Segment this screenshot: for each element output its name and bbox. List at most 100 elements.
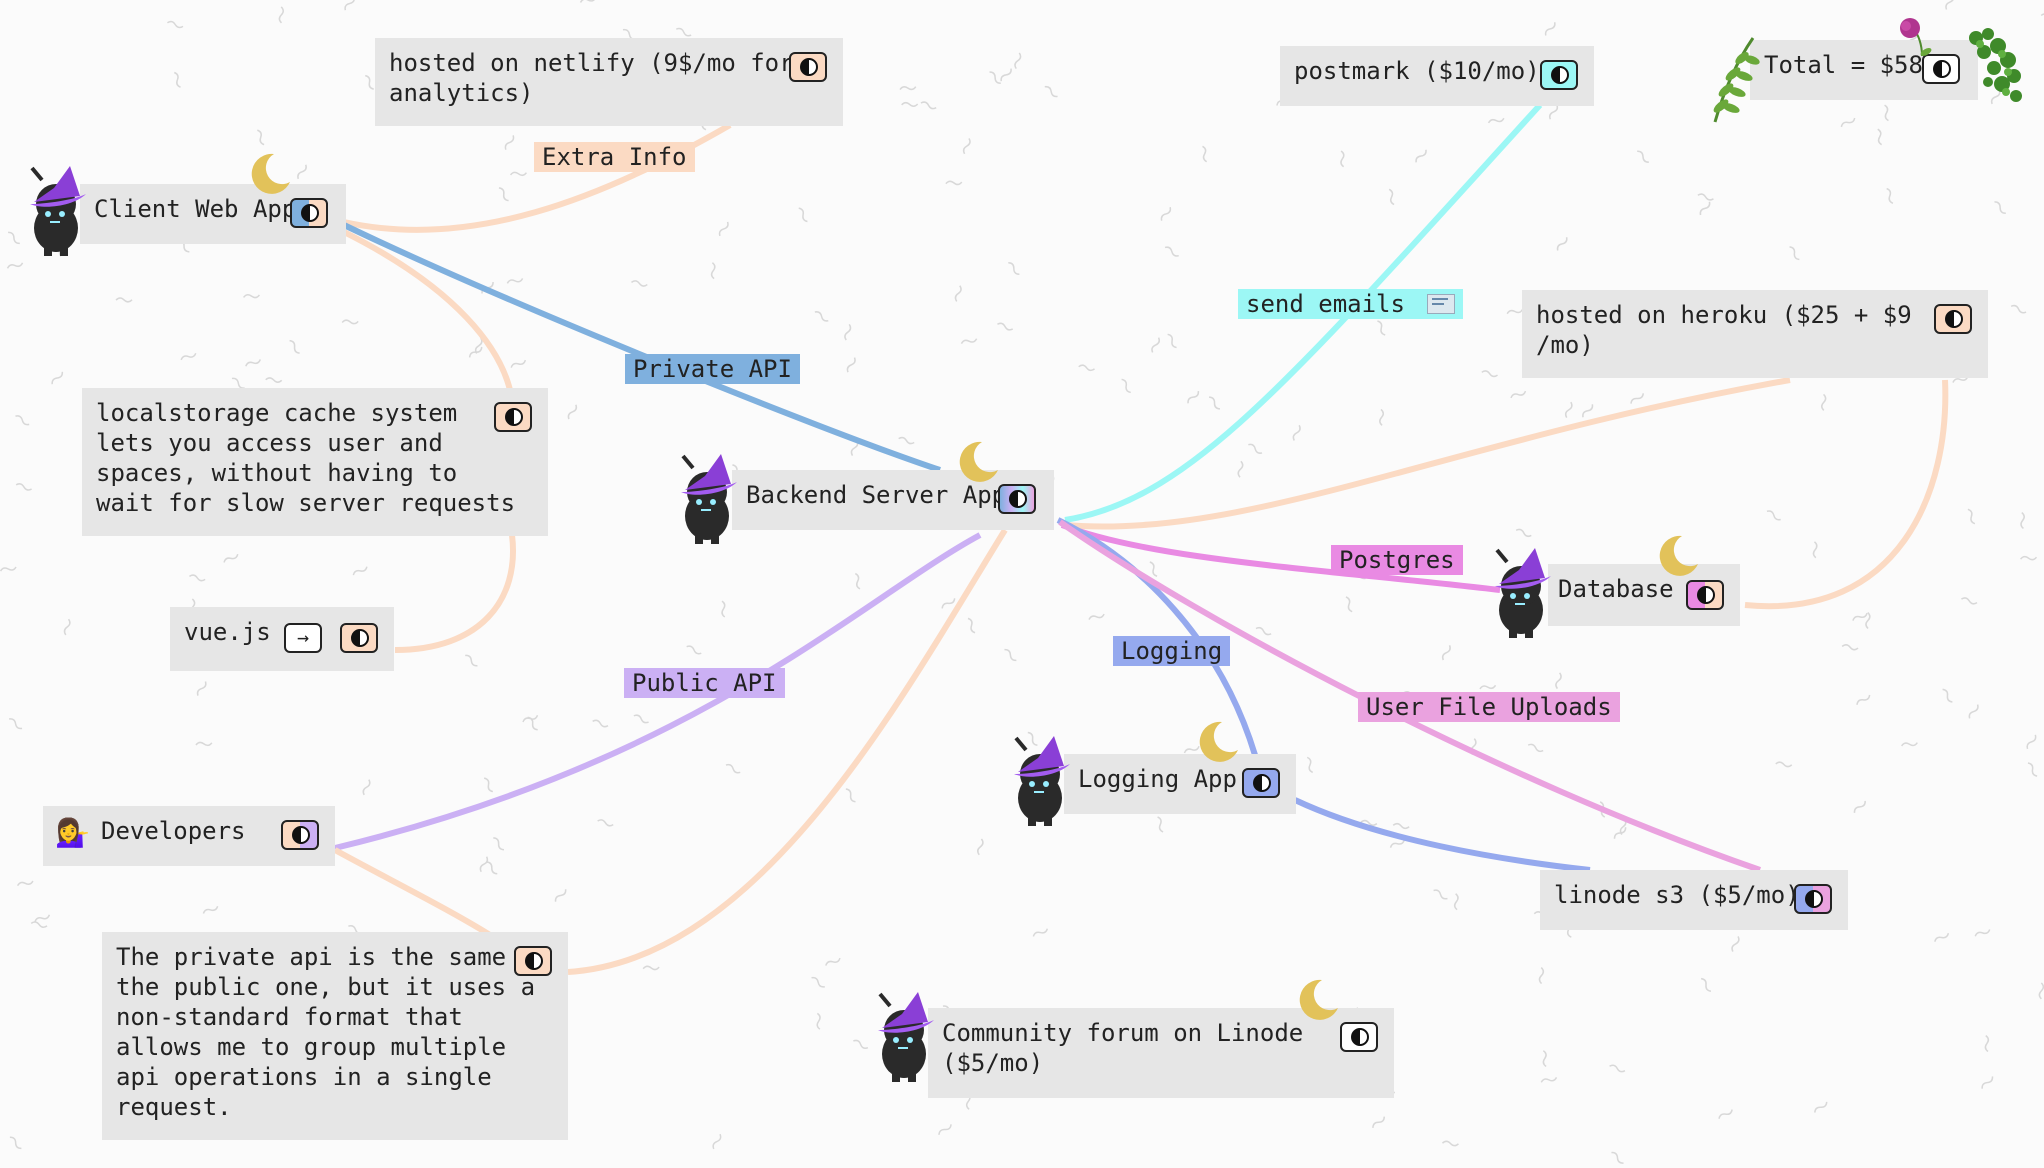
background-squiggle xyxy=(1812,541,1818,559)
background-squiggle xyxy=(2010,304,2027,314)
background-squiggle xyxy=(633,714,649,724)
background-squiggle xyxy=(1255,626,1272,636)
background-squiggle xyxy=(1167,333,1177,349)
edge-backend-postmark xyxy=(1064,102,1543,523)
background-squiggle xyxy=(1990,89,2001,105)
background-squiggle xyxy=(1637,150,1649,163)
background-squiggle xyxy=(1865,611,1871,630)
node-backend-server-app[interactable]: Backend Server App xyxy=(732,470,1054,530)
background-squiggle xyxy=(1630,393,1644,404)
node-heroku-label: hosted on heroku ($25 + $9 /mo) xyxy=(1536,301,1912,359)
node-logging-app-label: Logging App xyxy=(1078,765,1237,793)
background-squiggle xyxy=(0,566,17,572)
node-linode-s3[interactable]: linode s3 ($5/mo) xyxy=(1540,870,1848,930)
toggle-icon[interactable] xyxy=(290,198,328,228)
background-squiggle xyxy=(223,554,239,563)
node-cache-note-label: localstorage cache system lets you acces… xyxy=(96,399,516,517)
background-squiggle xyxy=(1556,237,1568,251)
edge-label-logging: Logging xyxy=(1113,636,1231,666)
background-squiggle xyxy=(1942,688,1953,703)
toggle-icon[interactable] xyxy=(1242,768,1280,798)
background-squiggle xyxy=(189,574,206,582)
toggle-icon[interactable] xyxy=(1934,304,1972,334)
background-squiggle xyxy=(1149,561,1158,577)
edge-label-user-file-uploads: User File Uploads xyxy=(1358,692,1620,722)
node-database[interactable]: Database xyxy=(1548,564,1740,626)
background-squiggle xyxy=(352,566,368,576)
node-heroku[interactable]: hosted on heroku ($25 + $9 /mo) xyxy=(1522,290,1988,378)
background-squiggle xyxy=(1945,0,1955,10)
toggle-icon[interactable] xyxy=(340,623,378,653)
background-squiggle xyxy=(1968,704,1979,719)
node-private-api-note[interactable]: The private api is the same as the publi… xyxy=(102,932,568,1140)
background-squiggle xyxy=(8,231,20,245)
background-squiggle xyxy=(920,101,937,110)
background-squiggle xyxy=(1510,390,1527,399)
background-squiggle xyxy=(631,280,648,287)
witch-cat-icon xyxy=(1495,548,1551,638)
node-total-label: Total = $58 xyxy=(1764,51,1923,79)
background-squiggle xyxy=(1538,967,1545,985)
background-squiggle xyxy=(196,681,207,696)
background-squiggle xyxy=(945,180,963,186)
edge-backend-heroku xyxy=(1064,377,1791,530)
edge-label-extra-info: Extra Info xyxy=(534,142,695,172)
background-squiggle xyxy=(844,323,852,341)
node-postmark-label: postmark ($10/mo) xyxy=(1294,57,1540,85)
background-squiggle xyxy=(1789,246,1800,261)
background-squiggle xyxy=(1000,68,1012,82)
link-arrow-icon[interactable]: → xyxy=(284,623,322,653)
edge-cache-vue xyxy=(394,534,516,653)
toggle-icon[interactable] xyxy=(1340,1022,1378,1052)
crescent-moon-icon xyxy=(959,441,998,482)
node-cache-note[interactable]: localstorage cache system lets you acces… xyxy=(82,388,548,536)
background-squiggle xyxy=(1548,104,1559,120)
background-squiggle xyxy=(1183,745,1200,754)
node-vuejs[interactable]: vue.js → xyxy=(170,607,394,671)
background-squiggle xyxy=(1814,1101,1828,1113)
toggle-icon[interactable] xyxy=(998,484,1036,514)
node-logging-app[interactable]: Logging App xyxy=(1064,754,1296,814)
node-postmark[interactable]: postmark ($10/mo) xyxy=(1280,46,1594,106)
background-squiggle xyxy=(816,1012,821,1030)
background-squiggle xyxy=(1952,376,1969,383)
background-squiggle xyxy=(1886,187,1894,204)
toggle-icon[interactable] xyxy=(789,52,827,82)
background-squiggle xyxy=(2026,734,2037,750)
background-squiggle xyxy=(941,598,956,609)
background-squiggle xyxy=(967,617,976,634)
background-squiggle xyxy=(1292,424,1301,441)
toggle-icon[interactable] xyxy=(1540,60,1578,90)
node-client-web-app[interactable]: Client Web App xyxy=(80,184,346,244)
background-squiggle xyxy=(297,164,307,180)
background-squiggle xyxy=(1004,648,1017,662)
background-squiggle xyxy=(814,311,829,322)
background-squiggle xyxy=(1202,145,1208,163)
toggle-icon[interactable] xyxy=(1922,54,1960,84)
node-total[interactable]: Total = $58 xyxy=(1750,40,1978,100)
node-community-forum[interactable]: Community forum on Linode ($5/mo) xyxy=(928,1008,1394,1098)
background-squiggle xyxy=(1360,819,1378,826)
node-developers[interactable]: Developers 💁‍♀️ xyxy=(43,806,335,866)
background-squiggle xyxy=(2027,762,2038,777)
email-icon xyxy=(1427,294,1456,314)
toggle-icon[interactable] xyxy=(494,402,532,432)
background-squiggle xyxy=(2038,982,2044,1000)
toggle-icon[interactable] xyxy=(1686,580,1724,610)
edge-developers-privatenote xyxy=(333,847,492,938)
edge-label-public-api: Public API xyxy=(624,668,785,698)
toggle-icon[interactable] xyxy=(281,820,319,850)
node-netlify[interactable]: hosted on netlify (9$/mo for analytics) xyxy=(375,38,843,126)
background-squiggle xyxy=(554,889,567,902)
background-squiggle xyxy=(1856,694,1871,705)
edge-backend-database xyxy=(1060,522,1501,593)
background-squiggle xyxy=(63,618,71,636)
background-squiggle xyxy=(811,976,825,988)
background-squiggle xyxy=(34,914,51,923)
background-squiggle xyxy=(257,129,265,146)
toggle-icon[interactable] xyxy=(514,946,552,976)
crescent-moon-icon xyxy=(1659,535,1698,576)
toggle-icon[interactable] xyxy=(1794,884,1832,914)
background-squiggle xyxy=(16,880,34,887)
